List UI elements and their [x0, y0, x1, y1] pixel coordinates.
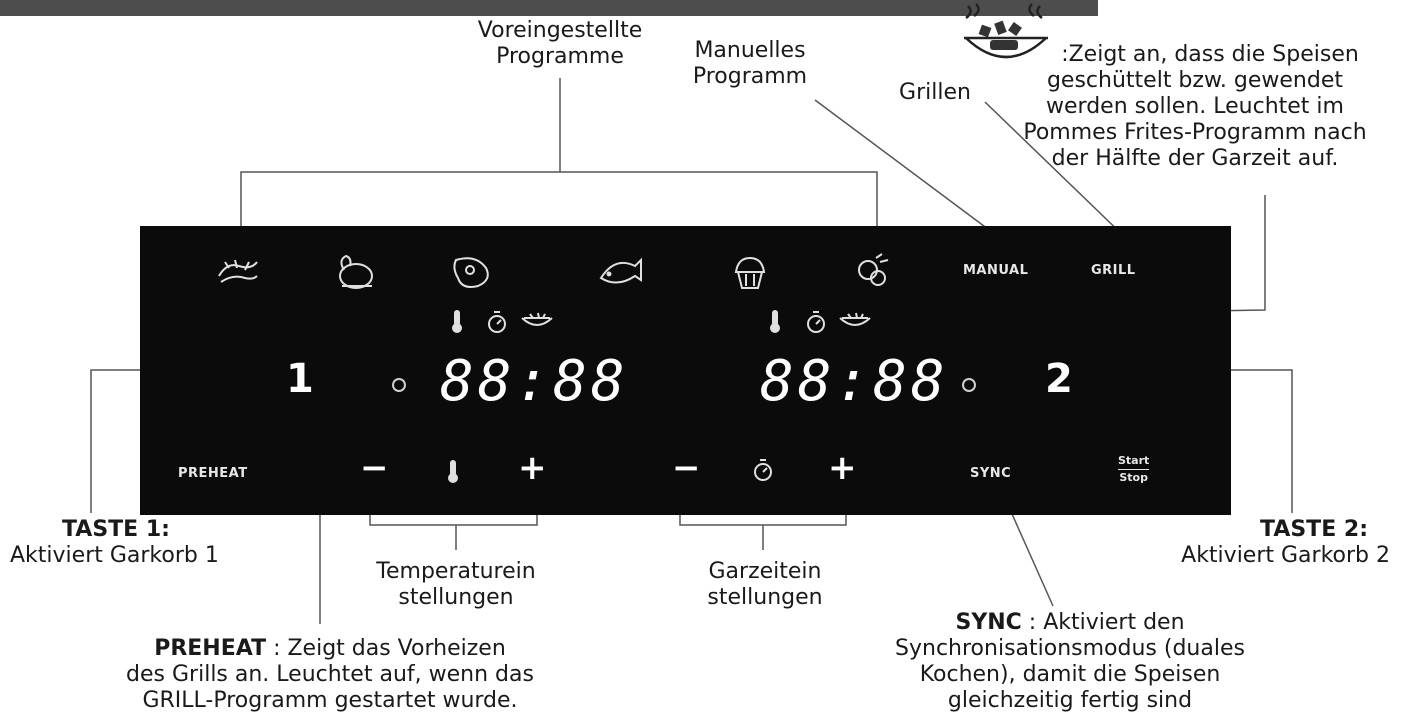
timer-icon: [488, 311, 506, 333]
start-label: Start: [1118, 454, 1150, 467]
zone-2-button[interactable]: 2: [1045, 356, 1073, 402]
time-minus-button[interactable]: −: [672, 448, 701, 488]
sync-description: SYNC : Aktiviert den Synchronisationsmod…: [895, 610, 1245, 713]
fish-icon[interactable]: [595, 254, 645, 290]
timer-icon: [807, 311, 825, 333]
display-left: 88:88: [440, 349, 629, 414]
sync-button[interactable]: SYNC: [970, 466, 1012, 481]
display-right: 88:88: [760, 349, 949, 414]
start-stop-button[interactable]: Start Stop: [1118, 454, 1150, 485]
grill-button[interactable]: GRILL: [1091, 263, 1136, 278]
taste-1-description: TASTE 1: Aktiviert Garkorb 1: [10, 517, 219, 568]
top-bar: [0, 0, 1098, 16]
shake-basket-icon: [839, 312, 871, 326]
grill-label: Grillen: [899, 80, 971, 105]
control-panel: MANUAL GRILL 1 88:88 88:88 2 PREHEAT − +…: [140, 226, 1231, 515]
stop-label: Stop: [1119, 471, 1148, 484]
steak-icon[interactable]: [448, 252, 494, 292]
zone-1-button[interactable]: 1: [286, 356, 314, 402]
zone-2-indicator: [962, 378, 976, 392]
thermometer-icon: [452, 310, 462, 333]
preheat-description: PREHEAT : Zeigt das Vorheizen des Grills…: [126, 636, 534, 713]
manual-button[interactable]: MANUAL: [963, 263, 1029, 278]
temperature-minus-button[interactable]: −: [360, 448, 389, 488]
timer-icon: [754, 459, 772, 481]
thermometer-icon: [448, 460, 458, 483]
muffin-icon[interactable]: [730, 254, 770, 292]
time-plus-button[interactable]: +: [828, 448, 857, 488]
chicken-icon[interactable]: [332, 252, 376, 292]
temperature-plus-button[interactable]: +: [518, 448, 547, 488]
preheat-button[interactable]: PREHEAT: [178, 466, 248, 481]
vegetables-icon[interactable]: [852, 252, 892, 292]
taste-2-description: TASTE 2: Aktiviert Garkorb 2: [1181, 517, 1390, 568]
shake-basket-icon: [964, 3, 1048, 59]
shrimp-icon[interactable]: [215, 256, 261, 290]
thermometer-icon: [770, 310, 780, 333]
zone-1-indicator: [392, 378, 406, 392]
shake-description: :Zeigt an, dass die Speisen geschüttelt …: [1023, 42, 1367, 171]
shake-basket-icon: [521, 312, 553, 326]
